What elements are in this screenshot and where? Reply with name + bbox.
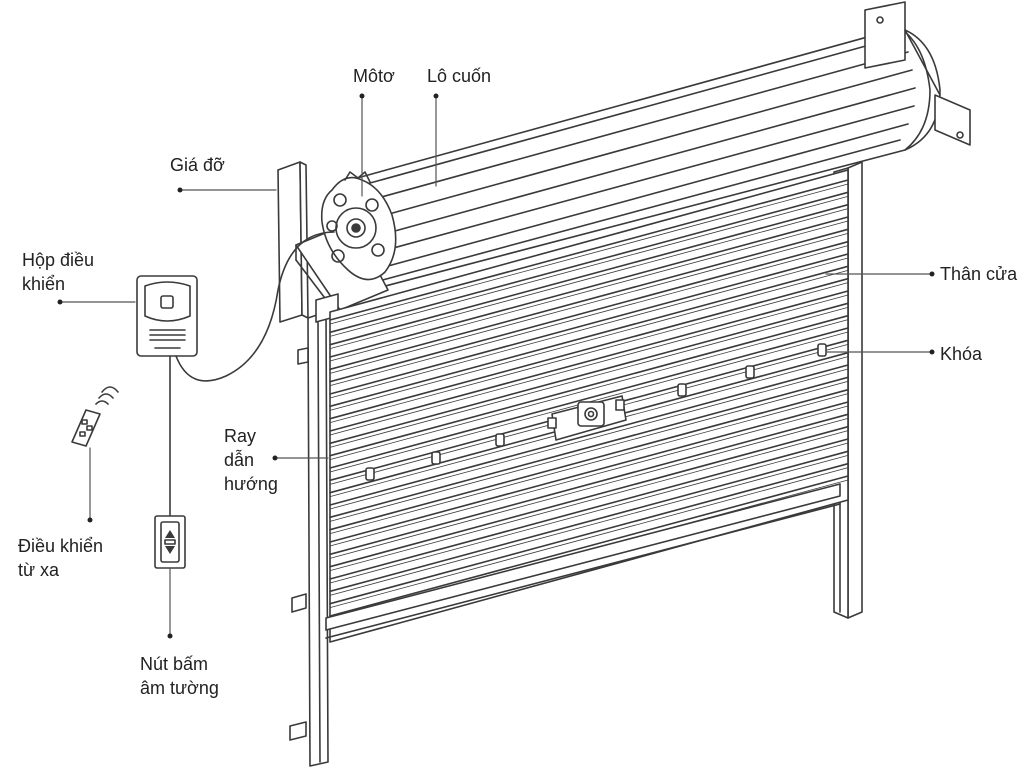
curtain-slat bbox=[329, 462, 849, 605]
curtain-slat bbox=[329, 191, 849, 334]
left-guide-rail bbox=[289, 293, 339, 767]
curtain-slat bbox=[329, 388, 849, 531]
curtain-slat-groove bbox=[329, 467, 849, 609]
lock-clip bbox=[817, 343, 827, 357]
curtain-slat-groove bbox=[329, 245, 849, 387]
curtain-slat bbox=[329, 216, 849, 358]
curtain-slat bbox=[329, 438, 849, 580]
curtain-slat bbox=[329, 376, 849, 519]
label-door-body: Thân cửa bbox=[940, 264, 1018, 284]
lock-clips bbox=[365, 343, 827, 481]
label-lock: Khóa bbox=[940, 344, 983, 364]
label-control-box: Hộp điều khiển bbox=[22, 250, 95, 294]
curtain-slat-groove bbox=[329, 183, 849, 325]
roller-drum bbox=[329, 27, 941, 291]
right-end-bracket bbox=[864, 1, 971, 146]
curtain-slat-groove bbox=[329, 294, 849, 436]
curtain-slat bbox=[329, 425, 849, 568]
curtain-slat bbox=[329, 277, 849, 420]
label-motor: Môtơ bbox=[353, 66, 395, 86]
curtain-slat bbox=[329, 475, 849, 617]
curtain-slat-groove bbox=[329, 430, 849, 572]
curtain-slat-groove bbox=[329, 454, 849, 596]
wall-push-button bbox=[154, 515, 186, 569]
curtain-slat bbox=[329, 253, 849, 395]
lock-clip bbox=[745, 365, 755, 379]
motor-cable bbox=[175, 231, 335, 382]
curtain-slat bbox=[329, 450, 849, 593]
lock-clip bbox=[677, 383, 687, 397]
leader-lines bbox=[59, 95, 933, 637]
curtain-slat-groove bbox=[329, 232, 849, 374]
control-box bbox=[136, 275, 198, 357]
curtain-slat bbox=[329, 203, 849, 346]
label-remote: Điều khiển từ xa bbox=[18, 536, 104, 580]
leader-dots bbox=[57, 93, 935, 639]
curtain-slat-groove bbox=[329, 282, 849, 424]
curtain-slat bbox=[329, 413, 849, 556]
curtain-slat bbox=[329, 228, 849, 371]
curtain-slat bbox=[329, 401, 849, 543]
label-roller: Lô cuốn bbox=[427, 66, 492, 86]
curtain-slat bbox=[329, 364, 849, 506]
curtain-slat bbox=[329, 302, 849, 445]
curtain-slat bbox=[329, 314, 849, 457]
curtain-slat-groove bbox=[329, 208, 849, 350]
curtain-slat-groove bbox=[329, 319, 849, 461]
curtain-slat-groove bbox=[329, 393, 849, 535]
curtain-slat-groove bbox=[329, 195, 849, 337]
label-guide-rail: Ray dẫn hướng bbox=[224, 426, 278, 494]
curtain-slat bbox=[329, 290, 849, 432]
curtain-slat-groove bbox=[329, 417, 849, 559]
curtain-slat-groove bbox=[329, 306, 849, 448]
curtain-slat-groove bbox=[329, 368, 849, 510]
curtain-slat bbox=[329, 265, 849, 408]
lock-box bbox=[547, 395, 627, 441]
label-wall-button: Nút bấm âm tường bbox=[140, 654, 219, 698]
curtain-slat-groove bbox=[329, 257, 849, 399]
lock-clip bbox=[365, 467, 375, 481]
curtain-slat bbox=[329, 179, 849, 321]
curtain-slat bbox=[329, 327, 849, 469]
curtain-slat-groove bbox=[329, 380, 849, 522]
curtain-slat-groove bbox=[329, 442, 849, 584]
lock-clip bbox=[431, 451, 441, 465]
curtain-slat-groove bbox=[329, 405, 849, 547]
curtain-slat-groove bbox=[329, 269, 849, 411]
remote-control bbox=[71, 386, 119, 447]
curtain-slat-groove bbox=[329, 220, 849, 362]
curtain-slat bbox=[329, 240, 849, 383]
lock-clip bbox=[495, 433, 505, 447]
label-bracket: Giá đỡ bbox=[170, 155, 225, 175]
